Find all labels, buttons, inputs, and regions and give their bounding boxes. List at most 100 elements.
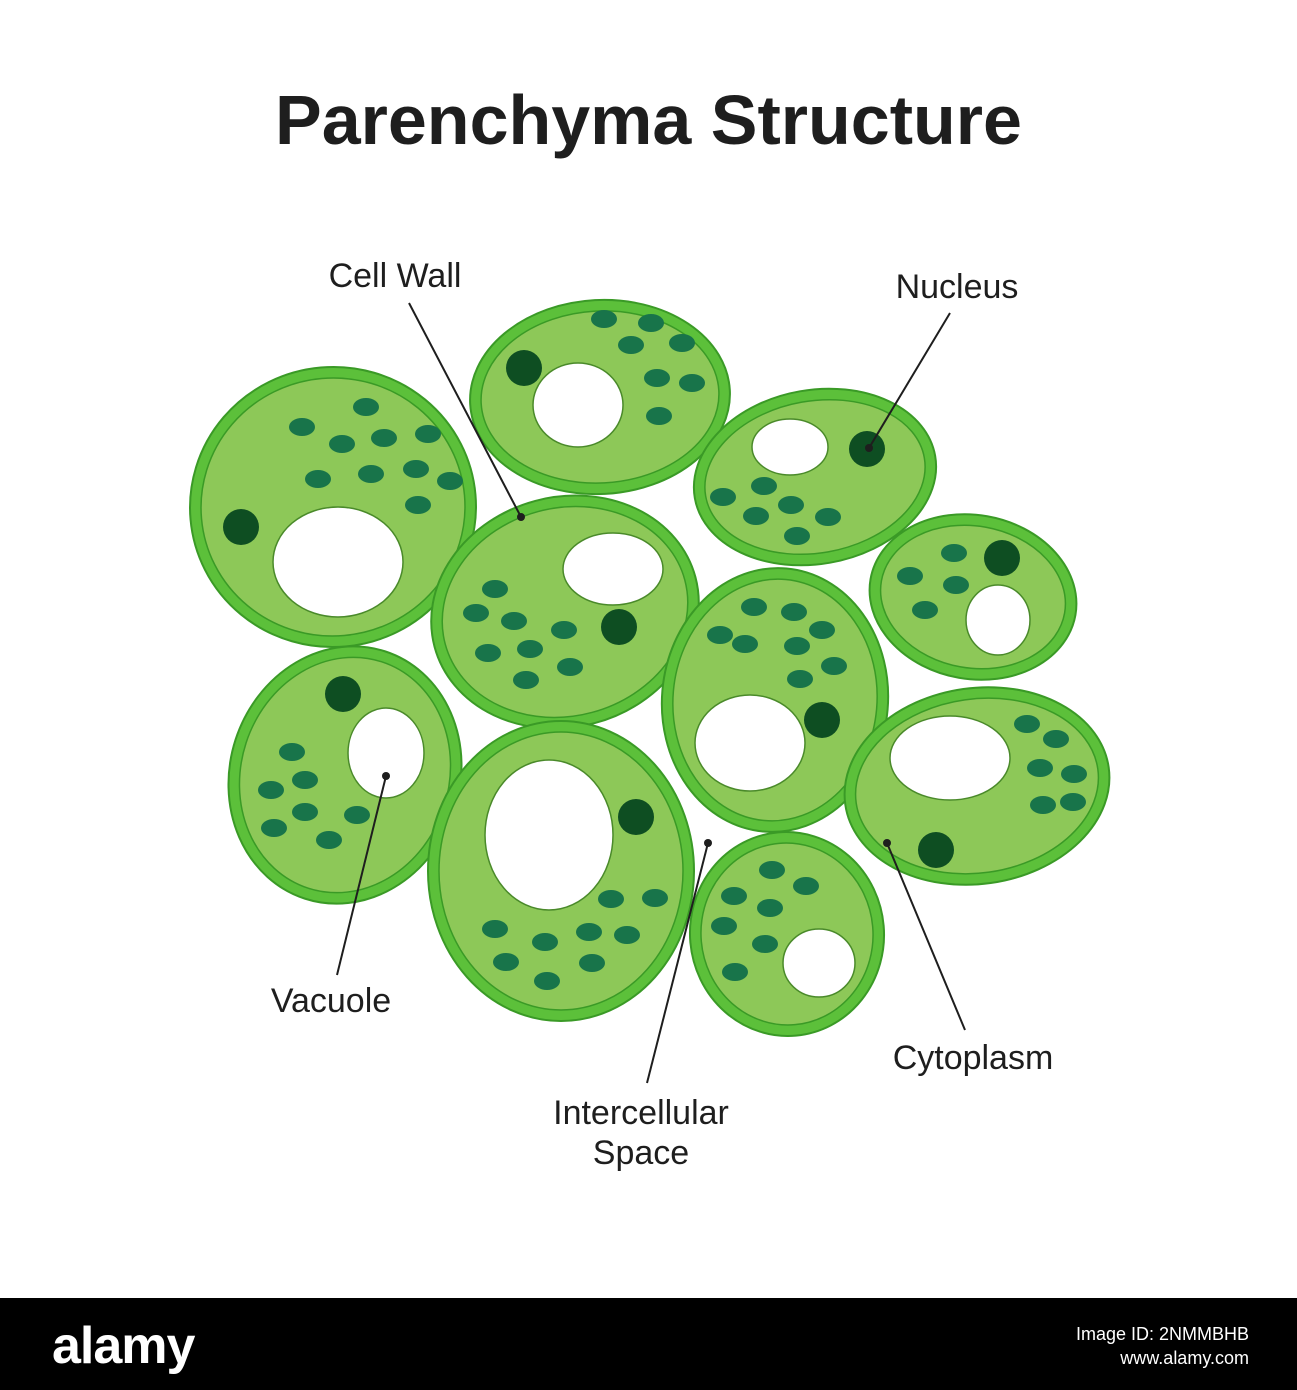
chloroplast [787,670,813,688]
chloroplast [1027,759,1053,777]
chloroplast [463,604,489,622]
chloroplast [757,899,783,917]
chloroplast [405,496,431,514]
footer-image-id: Image ID: 2NMMBHB www.alamy.com [1076,1322,1249,1370]
chloroplast [638,314,664,332]
chloroplast [741,598,767,616]
leader-dot-cell-wall [517,513,525,521]
chloroplast [329,435,355,453]
leader-dot-cytoplasm [883,839,891,847]
chloroplast [517,640,543,658]
chloroplast [292,771,318,789]
chloroplast [289,418,315,436]
nucleus [804,702,840,738]
chloroplast [943,576,969,594]
label-vacuole: Vacuole [271,982,391,1020]
nucleus [984,540,1020,576]
cells-group [189,298,1111,1037]
chloroplast [493,953,519,971]
chloroplast [669,334,695,352]
nucleus [325,676,362,712]
site-text: www.alamy.com [1120,1348,1249,1368]
leader-intercellular [646,842,709,1084]
chloroplast [1014,715,1040,733]
chloroplast [482,580,508,598]
image-id-text: Image ID: 2NMMBHB [1075,1324,1249,1344]
chloroplast [1061,765,1087,783]
chloroplast [305,470,331,488]
chloroplast [614,926,640,944]
chloroplast [646,407,672,425]
vacuole [272,506,404,618]
chloroplast [358,465,384,483]
chloroplast [821,657,847,675]
chloroplast [679,374,705,392]
leader-cytoplasm [886,842,966,1031]
nucleus [601,608,637,645]
chloroplast [415,425,441,443]
cell-e [868,513,1078,681]
chloroplast [618,336,644,354]
leader-lines [336,302,966,1084]
cell-j [843,686,1111,886]
chloroplast [316,831,342,849]
label-cell-wall: Cell Wall [329,257,462,295]
chloroplast [784,637,810,655]
chloroplast [1060,793,1086,811]
cell-b [469,298,731,496]
cell-h [427,720,695,1022]
label-nucleus: Nucleus [896,268,1019,306]
chloroplast [532,933,558,951]
cell-c [692,387,938,567]
cell-i [688,831,886,1037]
chloroplast [513,671,539,689]
chloroplast [711,917,737,935]
chloroplast [551,621,577,640]
chloroplast [501,612,527,630]
vacuole [562,532,664,606]
chloroplast [591,310,617,328]
chloroplast [751,477,777,495]
vacuole [751,418,829,476]
label-intercellular-line1: Intercellular [553,1094,729,1132]
leader-dot-intercellular [704,839,712,847]
leader-dots [382,444,891,847]
chloroplast [371,429,397,447]
chloroplast [353,398,379,416]
chloroplast [784,527,810,545]
chloroplast [743,507,769,525]
chloroplast [475,644,501,662]
chloroplast [437,472,463,490]
chloroplast [759,861,785,879]
cell-d [430,494,700,730]
vacuole [694,694,806,792]
nucleus [918,832,955,868]
chloroplast [598,890,624,908]
chloroplast [707,626,733,644]
vacuole [965,584,1031,656]
chloroplast [793,876,819,895]
vacuole [532,362,624,448]
vacuole [484,759,614,911]
footer-bar: alamy Image ID: 2NMMBHB www.alamy.com [0,1298,1297,1390]
leader-dot-nucleus [865,444,873,452]
chloroplast [557,658,583,676]
chloroplast [258,781,284,799]
nucleus [506,350,542,386]
label-cytoplasm: Cytoplasm [893,1039,1054,1077]
chloroplast [732,635,758,653]
nucleus [223,508,259,545]
leader-vacuole [336,775,387,976]
chloroplast [814,508,841,526]
chloroplast [261,819,287,837]
chloroplast [403,460,429,478]
chloroplast [1043,730,1069,749]
chloroplast [644,369,670,387]
diagram-title: Parenchyma Structure [275,81,1022,159]
chloroplast [809,621,835,639]
cell-a [189,365,477,649]
chloroplast [279,743,305,761]
chloroplast [752,935,778,953]
chloroplast [722,963,748,981]
chloroplast [344,806,370,824]
